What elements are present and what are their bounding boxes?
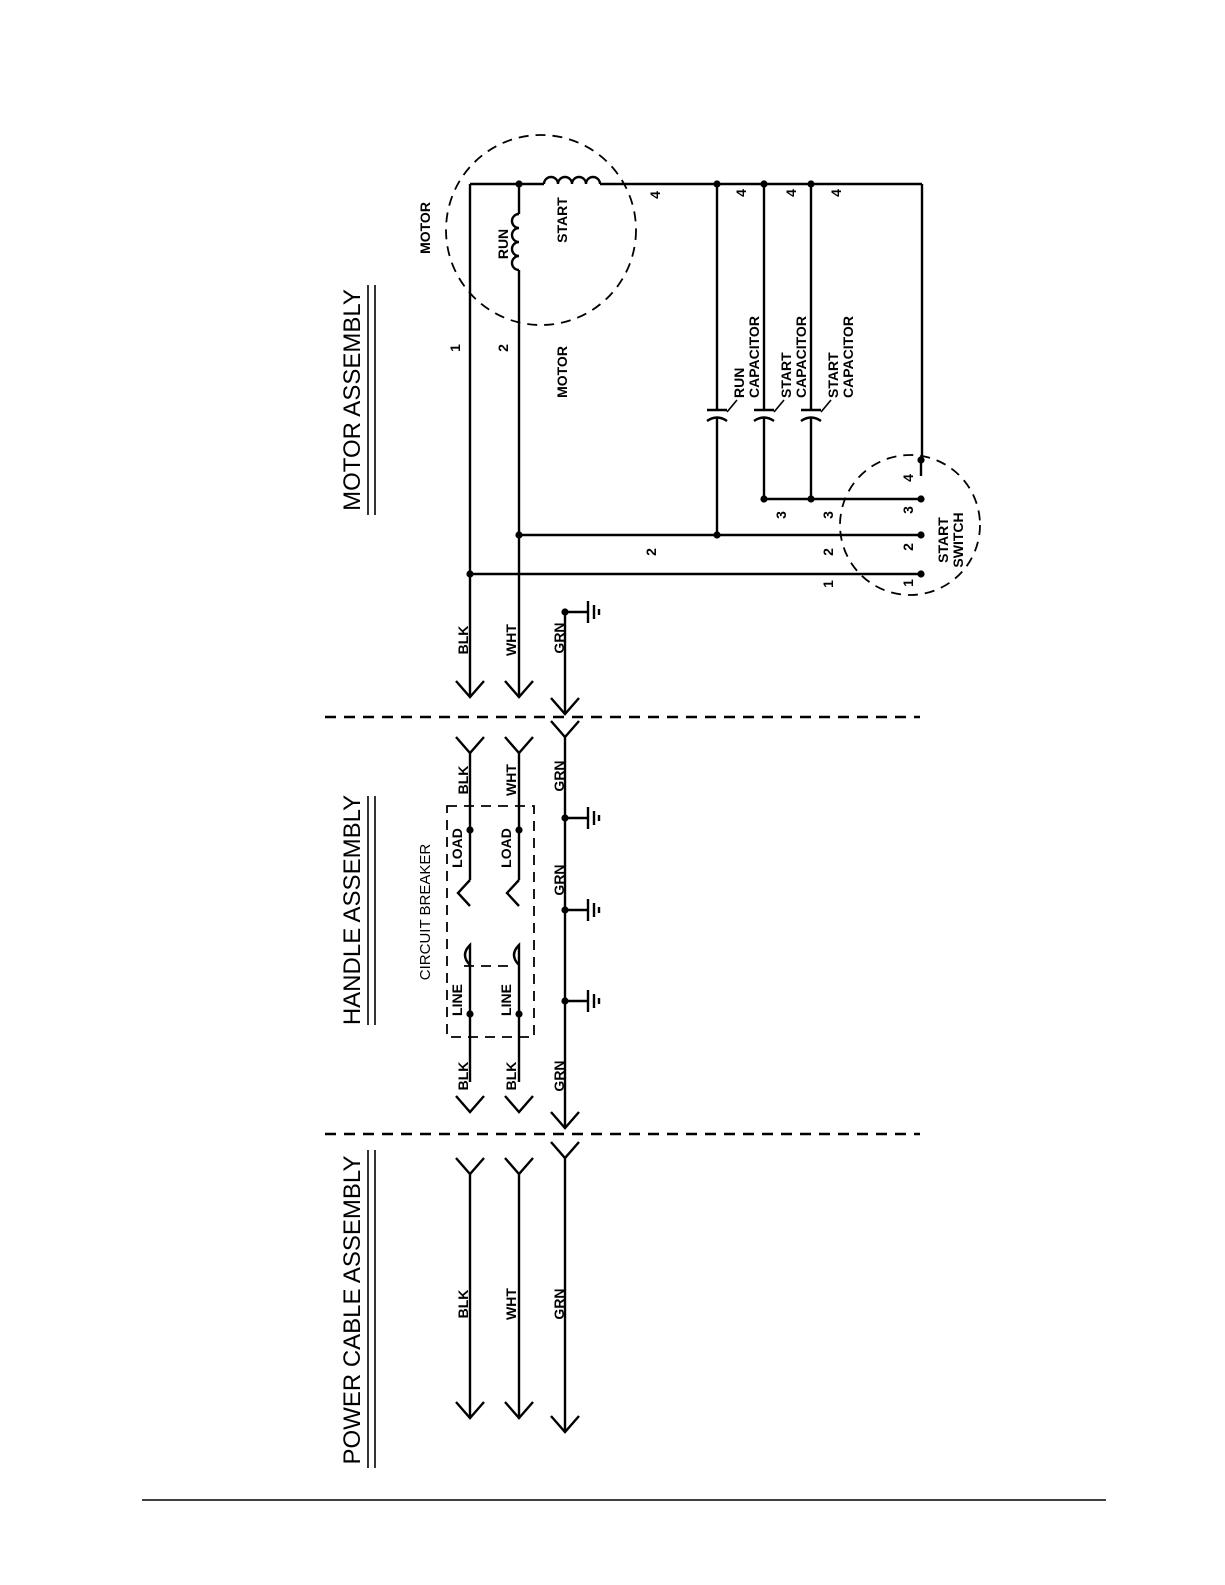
diagram-label: 4 [828, 189, 844, 197]
diagram-label: CAPACITOR [840, 316, 856, 398]
diagram-label: LOAD [498, 828, 514, 868]
section-title-motor: MOTOR ASSEMBLY [339, 285, 375, 515]
start-capacitor-1: START CAPACITOR 4 3 [754, 180, 809, 518]
start-winding-label: START [554, 197, 570, 243]
section-title-handle: HANDLE ASSEMBLY [339, 795, 375, 1025]
handle-ground-icon-1 [561, 807, 599, 829]
diagram-label: HANDLE ASSEMBLY [339, 795, 366, 1025]
diagram-label: BLK [455, 626, 471, 655]
diagram-label: CIRCUIT BREAKER [417, 844, 434, 981]
diagram-label: GRN [551, 1060, 567, 1091]
diagram-label: 4 [733, 189, 749, 197]
diagram-label: 1 [447, 344, 463, 352]
diagram-label: SWITCH [950, 512, 966, 567]
diagram-label: GRN [551, 1288, 567, 1319]
diagram-label: LOAD [449, 828, 465, 868]
diagram-label: LINE [449, 984, 465, 1016]
motor-label-lower: MOTOR [554, 346, 570, 398]
diagram-label: 2 [495, 344, 511, 352]
handle-ground-icon-3 [561, 990, 599, 1012]
handle-blk-connector-top [456, 737, 484, 753]
start-winding-coil [544, 177, 600, 184]
diagram-label: BLK [455, 1290, 471, 1319]
diagram-label: WHT [503, 624, 519, 656]
handle-ground-icon-2 [561, 899, 599, 921]
circuit-breaker: CIRCUIT BREAKER LOAD LOAD LINE LINE [417, 753, 534, 1082]
diagram-label: LINE [498, 984, 514, 1016]
handle-grn-connector-top [551, 721, 579, 737]
diagram-label: 3 [773, 511, 789, 519]
diagram-label: BLK [503, 1062, 519, 1091]
diagram-label: 2 [820, 548, 836, 556]
diagram-label: GRN [551, 864, 567, 895]
diagram-label: 4 [647, 191, 663, 199]
diagram-label: START [935, 517, 951, 563]
diagram-label: START [778, 352, 794, 398]
diagram-label: WHT [503, 1288, 519, 1320]
diagram-label: BLK [455, 766, 471, 795]
diagram-label: MOTOR ASSEMBLY [339, 289, 366, 511]
handle-blk-arrow-bottom [456, 1096, 484, 1112]
power-grn-connector-top [551, 1142, 579, 1158]
start-capacitor-2: START CAPACITOR 4 3 [801, 180, 856, 518]
handle-wht-connector-top [505, 737, 533, 753]
diagram-label: 3 [900, 506, 916, 514]
diagram-label: WHT [503, 764, 519, 796]
diagram-label: RUN [731, 368, 747, 398]
diagram-label: 3 [820, 511, 836, 519]
motor-label-upper: MOTOR [417, 202, 433, 254]
run-winding-coil [512, 214, 519, 270]
diagram-label: CAPACITOR [746, 316, 762, 398]
diagram-label: 1 [820, 580, 836, 588]
diagram-label: 4 [900, 474, 916, 482]
diagram-label: BLK [455, 1062, 471, 1091]
diagram-label: 4 [783, 189, 799, 197]
diagram-label: CAPACITOR [793, 316, 809, 398]
diagram-label: 2 [643, 548, 659, 556]
handle-wht-arrow-bottom [505, 1096, 533, 1112]
section-title-power: POWER CABLE ASSEMBLY [339, 1150, 375, 1468]
power-blk-connector-top [456, 1158, 484, 1174]
motor-circle [446, 135, 636, 325]
diagram-label: 2 [900, 543, 916, 551]
run-winding-label: RUN [495, 229, 511, 259]
motor-ground-icon [561, 601, 599, 623]
diagram-label: POWER CABLE ASSEMBLY [339, 1156, 366, 1465]
run-capacitor: RUN CAPACITOR 4 [707, 180, 762, 538]
diagram-label: 1 [900, 579, 916, 587]
diagram-label: START [825, 352, 841, 398]
power-wht-connector-top [505, 1158, 533, 1174]
